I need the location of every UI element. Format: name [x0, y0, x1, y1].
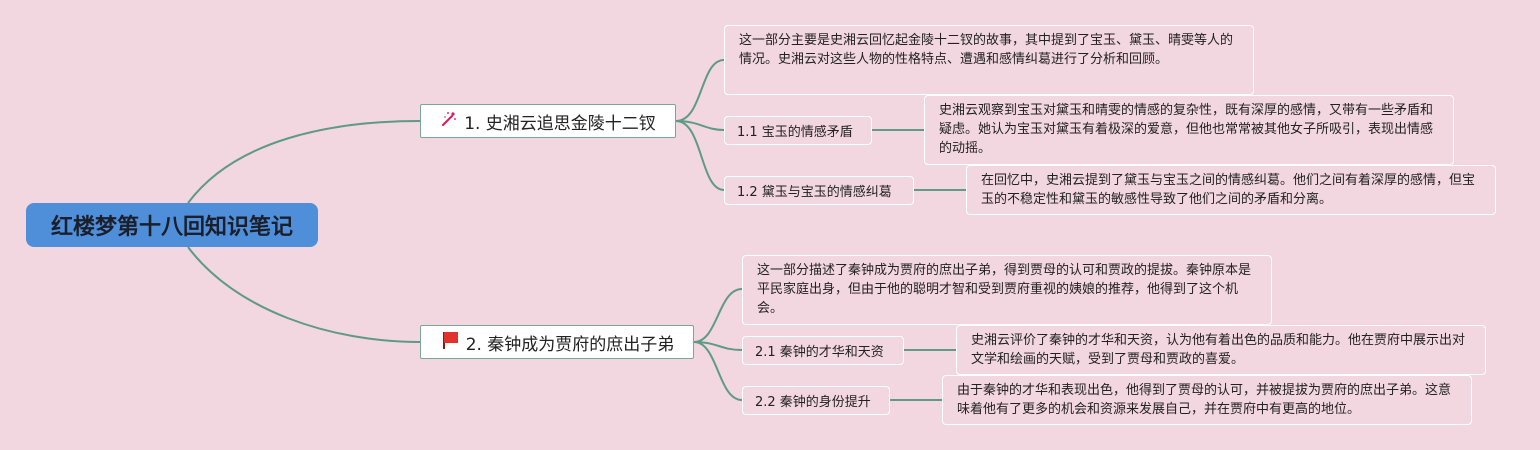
topic-2-description[interactable]: 这一部分描述了秦钟成为贾府的庶出子弟，得到贾母的认可和贾政的提拔。秦钟原本是平民…: [742, 255, 1272, 325]
subtopic-2-2-description-text: 由于秦钟的才华和表现出色，他得到了贾母的认可，并被提拔为贾府的庶出子弟。这意味着…: [957, 383, 1452, 417]
subtopic-2-1-description-text: 史湘云评价了秦钟的才华和天资，认为他有着出色的品质和能力。他在贾府中展示出对文学…: [971, 333, 1466, 367]
subtopic-1-2-node[interactable]: 1.2 黛玉与宝玉的情感纠葛: [724, 176, 914, 205]
topic-1-description[interactable]: 这一部分主要是史湘云回忆起金陵十二钗的故事，其中提到了宝玉、黛玉、晴雯等人的情况…: [724, 25, 1254, 95]
root-title: 红楼梦第十八回知识笔记: [50, 215, 293, 240]
subtopic-2-1-node[interactable]: 2.1 秦钟的才华和天资: [742, 336, 904, 365]
connector-topic1-desc: [675, 59, 725, 122]
subtopic-1-1-description[interactable]: 史湘云观察到宝玉对黛玉和晴雯的情感的复杂性，既有深厚的感情，又带有一些矛盾和疑虑…: [924, 95, 1454, 165]
topic-2-node[interactable]: 2. 秦钟成为贾府的庶出子弟: [420, 325, 694, 359]
root-node[interactable]: 红楼梦第十八回知识笔记: [26, 203, 318, 247]
subtopic-2-1-label: 2.1 秦钟的才华和天资: [755, 345, 884, 360]
topic-2-description-text: 这一部分描述了秦钟成为贾府的庶出子弟，得到贾母的认可和贾政的提拔。秦钟原本是平民…: [757, 263, 1252, 316]
red-flag-icon: [440, 330, 460, 355]
connector-root-topic-2: [187, 246, 421, 343]
topic-1-label: 1. 史湘云追思金陵十二钗: [464, 113, 656, 134]
connector-root-topic-1: [187, 120, 421, 204]
topic-1-description-text: 这一部分主要是史湘云回忆起金陵十二钗的故事，其中提到了宝玉、黛玉、晴雯等人的情况…: [739, 33, 1234, 67]
sparkle-icon: [440, 110, 458, 133]
connector-topic1-sub2: [675, 120, 725, 191]
subtopic-2-1-description[interactable]: 史湘云评价了秦钟的才华和天资，认为他有着出色的品质和能力。他在贾府中展示出对文学…: [956, 325, 1486, 375]
subtopic-1-1-node[interactable]: 1.1 宝玉的情感矛盾: [724, 116, 872, 145]
subtopic-1-1-description-text: 史湘云观察到宝玉对黛玉和晴雯的情感的复杂性，既有深厚的感情，又带有一些矛盾和疑虑…: [939, 103, 1434, 156]
topic-1-node[interactable]: 1. 史湘云追思金陵十二钗: [420, 104, 676, 138]
connector-topic2-desc: [693, 288, 743, 343]
subtopic-2-2-description[interactable]: 由于秦钟的才华和表现出色，他得到了贾母的认可，并被提拔为贾府的庶出子弟。这意味着…: [942, 375, 1472, 425]
topic-2-label: 2. 秦钟成为贾府的庶出子弟: [465, 334, 675, 355]
subtopic-1-2-description-text: 在回忆中，史湘云提到了黛玉与宝玉之间的情感纠葛。他们之间有着深厚的感情，但宝玉的…: [981, 173, 1476, 207]
subtopic-1-2-label: 1.2 黛玉与宝玉的情感纠葛: [737, 185, 892, 200]
subtopic-1-2-description[interactable]: 在回忆中，史湘云提到了黛玉与宝玉之间的情感纠葛。他们之间有着深厚的感情，但宝玉的…: [966, 165, 1496, 215]
connector-topic2-sub2: [693, 341, 743, 401]
subtopic-2-2-label: 2.2 秦钟的身份提升: [755, 395, 871, 410]
subtopic-1-1-label: 1.1 宝玉的情感矛盾: [737, 125, 853, 140]
subtopic-2-2-node[interactable]: 2.2 秦钟的身份提升: [742, 386, 890, 415]
